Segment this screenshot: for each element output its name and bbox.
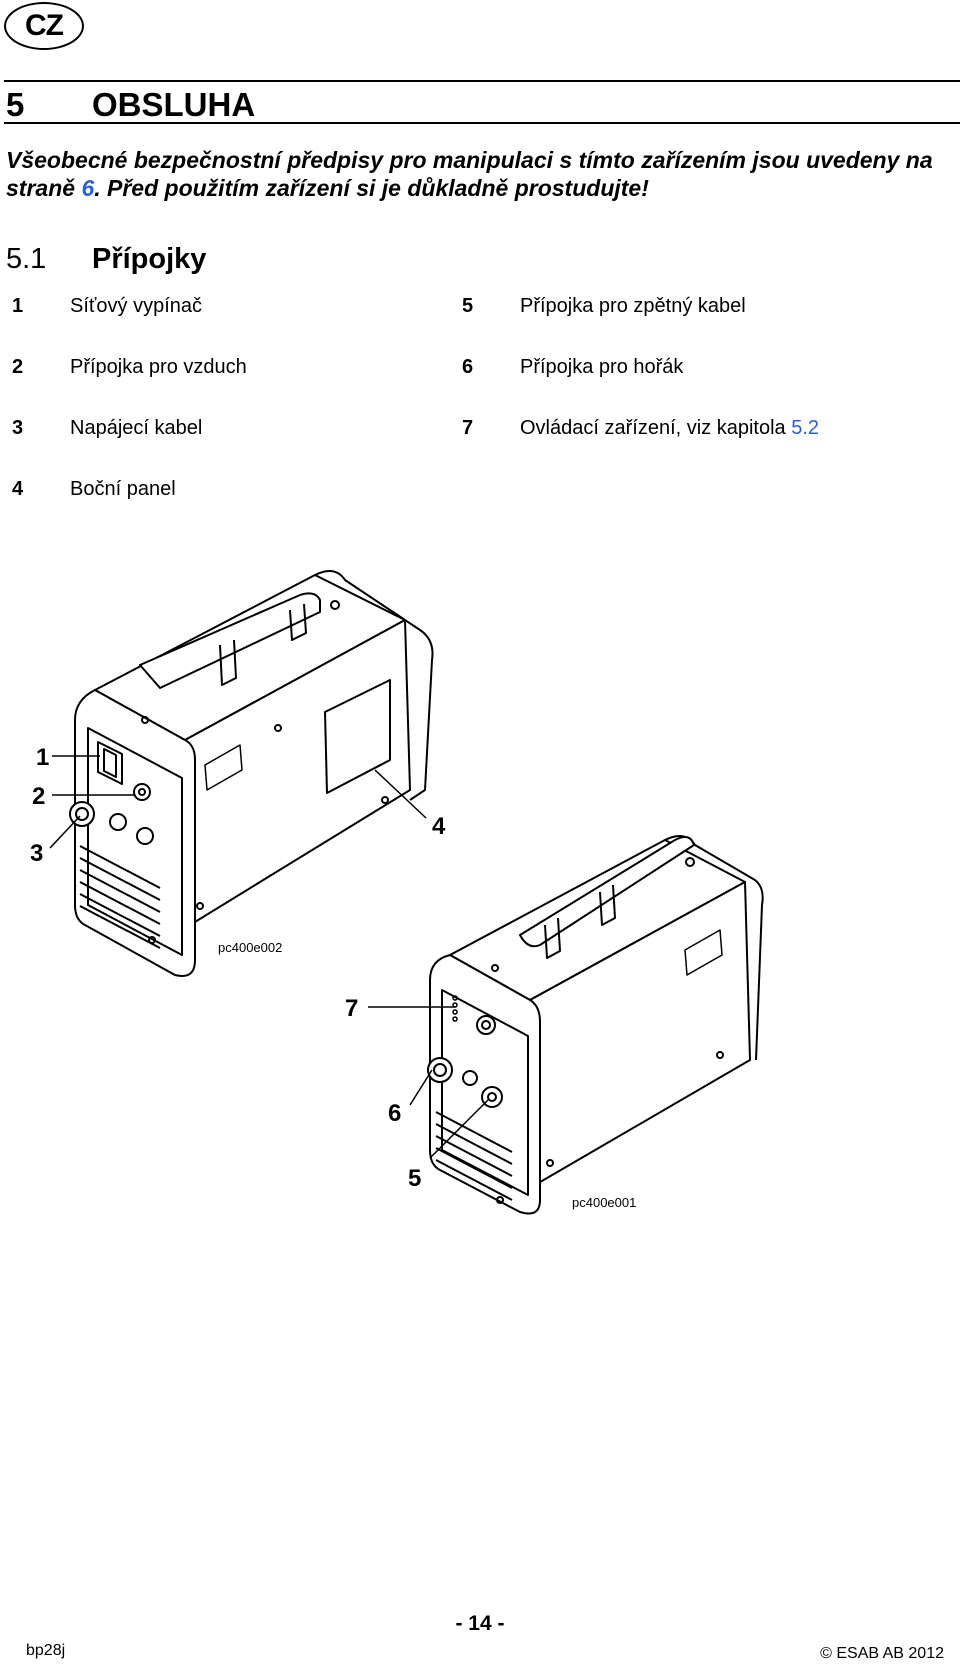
language-badge: CZ	[4, 2, 84, 50]
legend-item: 5 Přípojka pro zpětný kabel	[462, 295, 746, 318]
callout-1: 1	[36, 744, 50, 771]
upper-unit	[49, 570, 434, 977]
figure-code-bottom: pc400e001	[572, 1195, 637, 1210]
legend-text: Přípojka pro vzduch	[70, 356, 247, 378]
legend-number: 6	[462, 356, 474, 378]
callout-5: 5	[408, 1165, 422, 1192]
callout-6: 6	[388, 1100, 402, 1127]
callout-4: 4	[432, 813, 446, 840]
legend-item: 7 Ovládací zařízení, viz kapitola 5.2	[462, 417, 819, 440]
legend-text: Přípojka pro zpětný kabel	[520, 295, 746, 317]
legend-item: 2 Přípojka pro vzduch	[12, 356, 247, 379]
chapter-link[interactable]: 5.2	[791, 417, 820, 439]
legend-item: 1 Síťový vypínač	[12, 295, 202, 318]
legend-text: Síťový vypínač	[70, 295, 203, 317]
footer-copyright: © ESAB AB 2012	[820, 1645, 944, 1662]
legend-text: Napájecí kabel	[70, 417, 203, 439]
chapter-heading: 5 OBSLUHA	[6, 86, 255, 124]
legend-number: 7	[462, 417, 474, 439]
header-rule-bottom	[4, 122, 960, 124]
lower-unit	[368, 835, 764, 1215]
legend-item: 6 Přípojka pro hořák	[462, 356, 683, 379]
safety-intro: Všeobecné bezpečnostní předpisy pro mani…	[6, 146, 936, 202]
legend-number: 1	[12, 295, 24, 317]
legend-text: Přípojka pro hořák	[520, 356, 684, 378]
page-number: - 14 -	[455, 1612, 505, 1635]
legend-text: Boční panel	[70, 478, 176, 500]
page-link[interactable]: 6	[81, 175, 95, 201]
legend-number: 4	[12, 478, 24, 500]
section-heading: 5.1 Přípojky	[6, 243, 206, 276]
legend-number: 3	[12, 417, 24, 439]
chapter-title: OBSLUHA	[92, 86, 256, 123]
callout-3: 3	[30, 840, 44, 867]
footer-doc-code: bp28j	[26, 1642, 66, 1659]
header-rule-top	[4, 80, 960, 82]
chapter-number: 5	[6, 86, 25, 123]
legend-item: 3 Napájecí kabel	[12, 417, 202, 440]
legend-item: 4 Boční panel	[12, 478, 176, 501]
intro-text-1: Všeobecné bezpečnostní předpisy pro mani…	[6, 147, 933, 201]
figure-code-top: pc400e002	[218, 940, 283, 955]
device-illustration	[49, 570, 764, 1215]
section-title: Přípojky	[92, 243, 207, 275]
section-number: 5.1	[6, 243, 47, 275]
legend-number: 5	[462, 295, 474, 317]
callout-2: 2	[32, 783, 46, 810]
intro-text-2: . Před použitím zařízení si je důkladně …	[94, 175, 649, 201]
legend-text: Ovládací zařízení, viz kapitola	[520, 417, 792, 439]
callout-7: 7	[345, 995, 359, 1022]
legend-number: 2	[12, 356, 24, 378]
